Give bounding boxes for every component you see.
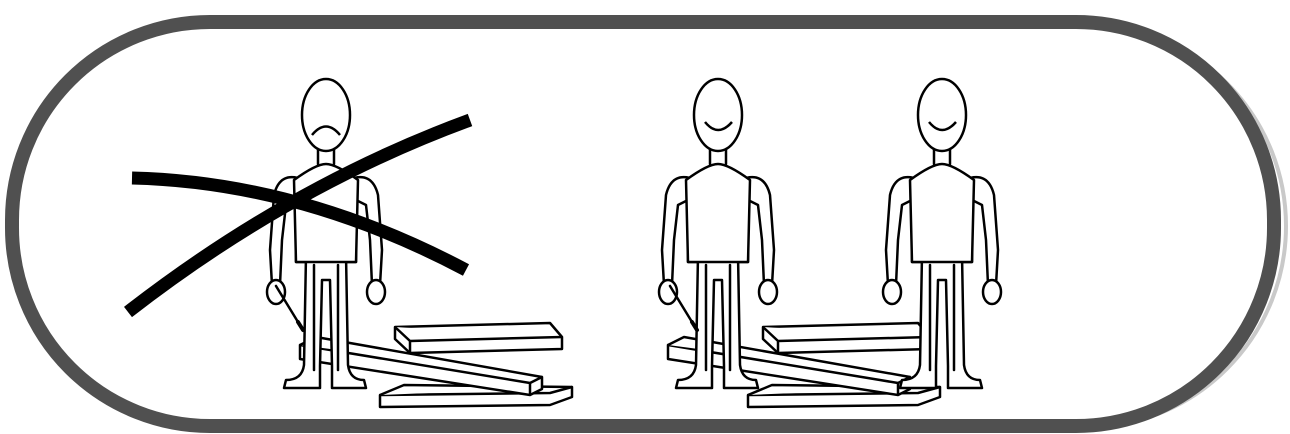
pill-frame (12, 22, 1274, 426)
